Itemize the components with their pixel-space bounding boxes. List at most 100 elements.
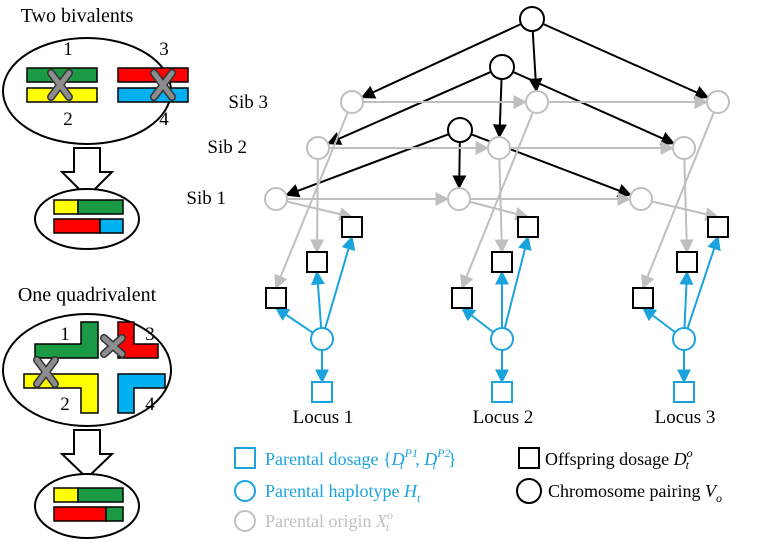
- edge-origin-to-offspring: [310, 158, 325, 254]
- parental-origin-node: [629, 187, 653, 211]
- sib-label-2: Sib 2: [207, 137, 247, 158]
- blue-circle-icon: [234, 480, 256, 502]
- chromosome-label-3: 3: [159, 39, 169, 60]
- offspring-dosage-node: [632, 287, 654, 309]
- edge-pairing-to-origin: [360, 23, 522, 99]
- gamete-segment-red: [53, 506, 107, 522]
- chromosome-3-red: [117, 321, 159, 359]
- edge-haplotype-to-offspring: [460, 307, 494, 334]
- gamete-segment-cyan: [99, 218, 124, 234]
- edge-origin-to-offspring: [641, 111, 715, 290]
- down-arrow-icon: [59, 147, 115, 199]
- sib-label-1: Sib 1: [186, 188, 226, 209]
- edge-pairing-to-origin: [512, 70, 676, 145]
- crossover-cross-icon: [47, 69, 73, 101]
- edge-haplotype-to-offspring: [324, 235, 356, 329]
- chromosome-label-1: 1: [60, 324, 70, 345]
- black-circle-icon: [516, 478, 542, 504]
- gamete-ellipse: [34, 473, 140, 539]
- gamete-segment-yellow: [53, 487, 79, 503]
- parental-origin-node: [525, 90, 549, 114]
- parental-haplotype-node: [672, 327, 696, 351]
- edge-pairing-to-origin: [492, 78, 507, 139]
- edge-origin-to-offspring: [286, 200, 354, 221]
- edge-haplotype-to-offspring: [686, 235, 721, 329]
- crossover-cross-icon: [33, 356, 59, 388]
- gray-circle-icon: [234, 510, 256, 532]
- bivalent-title: Two bivalents: [21, 5, 134, 27]
- edge-origin-to-offspring: [494, 158, 509, 254]
- edge-pairing-to-origin: [284, 133, 450, 198]
- locus-label-2: Locus 2: [473, 407, 534, 428]
- edge-haplotype-to-offspring: [641, 307, 676, 334]
- locus-label-1: Locus 1: [293, 407, 354, 428]
- chromosome-label-2: 2: [60, 394, 70, 415]
- black-square-icon: [518, 447, 540, 469]
- gamete-segment-green: [77, 199, 124, 215]
- edge-haplotype-to-offspring: [503, 235, 532, 329]
- parental-origin-node: [340, 90, 364, 114]
- edge-pairing-to-origin: [542, 22, 710, 99]
- locus-label-3: Locus 3: [655, 407, 716, 428]
- sib-label-3: Sib 3: [228, 92, 268, 113]
- offspring-dosage-node: [265, 287, 287, 309]
- chromosome-label-3: 3: [145, 324, 155, 345]
- parental-origin-node: [672, 136, 696, 160]
- quadrivalent-panel: One quadrivalent 1 3 2 4: [2, 284, 172, 539]
- edge-haplotype-to-offspring: [679, 270, 694, 329]
- edge-origin-to-offspring: [274, 111, 349, 290]
- chromosome-label-4: 4: [159, 109, 169, 130]
- parental-haplotype-node: [490, 327, 514, 351]
- chromosome-4-cyan: [117, 373, 166, 414]
- offspring-dosage-node: [306, 251, 328, 273]
- chromosome-label-1: 1: [63, 39, 73, 60]
- chromosome-2-yellow: [23, 373, 99, 414]
- crossover-cross-icon: [150, 69, 176, 101]
- parental-origin-node: [487, 136, 511, 160]
- offspring-dosage-node: [341, 216, 363, 238]
- offspring-dosage-node: [676, 251, 698, 273]
- parental-dosage-node: [311, 381, 333, 403]
- chromosome-pairing-node: [489, 54, 515, 80]
- parental-origin-node: [264, 187, 288, 211]
- offspring-dosage-node: [491, 251, 513, 273]
- edge-haplotype-to-offspring: [274, 307, 314, 334]
- edge-origin-to-offspring: [679, 158, 694, 254]
- offspring-dosage-node: [451, 287, 473, 309]
- offspring-dosage-node: [707, 216, 729, 238]
- edge-origin-to-offspring: [460, 111, 534, 290]
- chromosome-label-4: 4: [145, 394, 155, 415]
- bayesian-network: [264, 6, 730, 403]
- bivalent-panel: Two bivalents 1 2 3 4: [2, 5, 189, 250]
- gamete-segment-red: [53, 218, 101, 234]
- legend-item-parental-haplotype: Parental haplotype Ht: [234, 480, 421, 505]
- edge-haplotype-to-offspring: [310, 270, 325, 329]
- legend-text-parental-haplotype: Parental haplotype Ht: [265, 481, 421, 505]
- parental-haplotype-node: [310, 327, 334, 351]
- edge-origin-to-offspring: [469, 200, 530, 221]
- legend-text-chromosome-pairing: Chromosome pairing Vo: [548, 481, 722, 505]
- parental-origin-node: [306, 136, 330, 160]
- gamete-segment-yellow: [53, 199, 79, 215]
- chromosome-pairing-node: [519, 6, 545, 32]
- edge-pairing-to-origin: [326, 70, 492, 145]
- blue-square-icon: [234, 447, 256, 469]
- down-arrow-icon: [59, 429, 115, 480]
- parental-origin-node: [447, 187, 471, 211]
- gamete-segment-green: [77, 487, 124, 503]
- quadrivalent-title: One quadrivalent: [18, 284, 157, 306]
- edge-origin-to-offspring: [651, 200, 720, 221]
- offspring-dosage-node: [517, 216, 539, 238]
- parental-origin-node: [706, 90, 730, 114]
- edge-pairing-to-origin: [452, 141, 467, 190]
- chromosome-label-2: 2: [63, 109, 73, 130]
- legend-item-chromosome-pairing: Chromosome pairing Vo: [516, 478, 722, 505]
- chromosome-pairing-node: [447, 117, 473, 143]
